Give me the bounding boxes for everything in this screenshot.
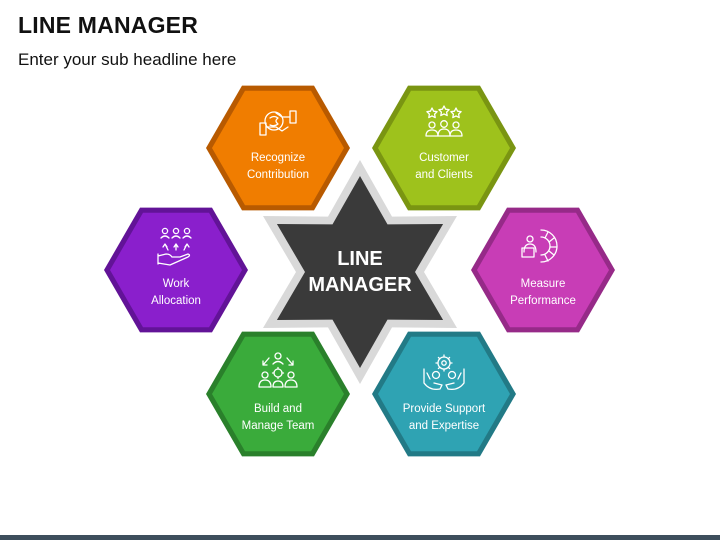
hex-measure-performance: Measure Performance (471, 207, 615, 333)
center-star: LINE MANAGER (263, 160, 457, 384)
page-title: LINE MANAGER (18, 12, 199, 38)
hex-work-allocation: Work Allocation (104, 207, 248, 333)
hex-measure-label-line1: Measure (521, 278, 566, 290)
center-label-line2: MANAGER (308, 274, 412, 296)
hex-work-label-line2: Allocation (151, 295, 201, 307)
hex-provide-fill (378, 336, 510, 452)
hex-measure-fill (477, 212, 609, 328)
hex-recognize-label-line1: Recognize (251, 152, 305, 164)
customer-rating-icon (425, 105, 463, 137)
hex-customer-label-line2: and Clients (415, 169, 473, 181)
hex-customer-fill (378, 90, 510, 206)
hex-build-manage-team: Build and Manage Team (206, 331, 350, 457)
hex-provide-label-line2: and Expertise (409, 420, 479, 432)
hex-build-label-line1: Build and (254, 403, 302, 415)
hex-customer-label-line1: Customer (419, 152, 469, 164)
work-allocation-icon (157, 227, 192, 266)
hex-build-label-line2: Manage Team (242, 420, 315, 432)
footer-bar (0, 535, 720, 540)
hex-work-label-line1: Work (163, 278, 190, 290)
page-subtitle: Enter your sub headline here (18, 50, 237, 69)
center-star-shape (276, 176, 444, 368)
support-gears-icon (423, 354, 465, 391)
hex-recognize-fill (212, 90, 344, 206)
hex-work-fill (110, 212, 242, 328)
handshake-icon (259, 110, 297, 136)
hex-measure-label-line2: Performance (510, 295, 576, 307)
hex-customer-clients: Customer and Clients (372, 85, 516, 211)
team-building-icon (258, 352, 298, 388)
hex-build-fill (212, 336, 344, 452)
hex-recognize-label-line2: Contribution (247, 169, 309, 181)
center-label-line1: LINE (337, 248, 383, 270)
performance-gauge-icon (521, 229, 558, 263)
hex-provide-support: Provide Support and Expertise (372, 331, 516, 457)
hex-provide-label-line1: Provide Support (403, 403, 486, 415)
hex-recognize-contribution: Recognize Contribution (206, 85, 350, 211)
